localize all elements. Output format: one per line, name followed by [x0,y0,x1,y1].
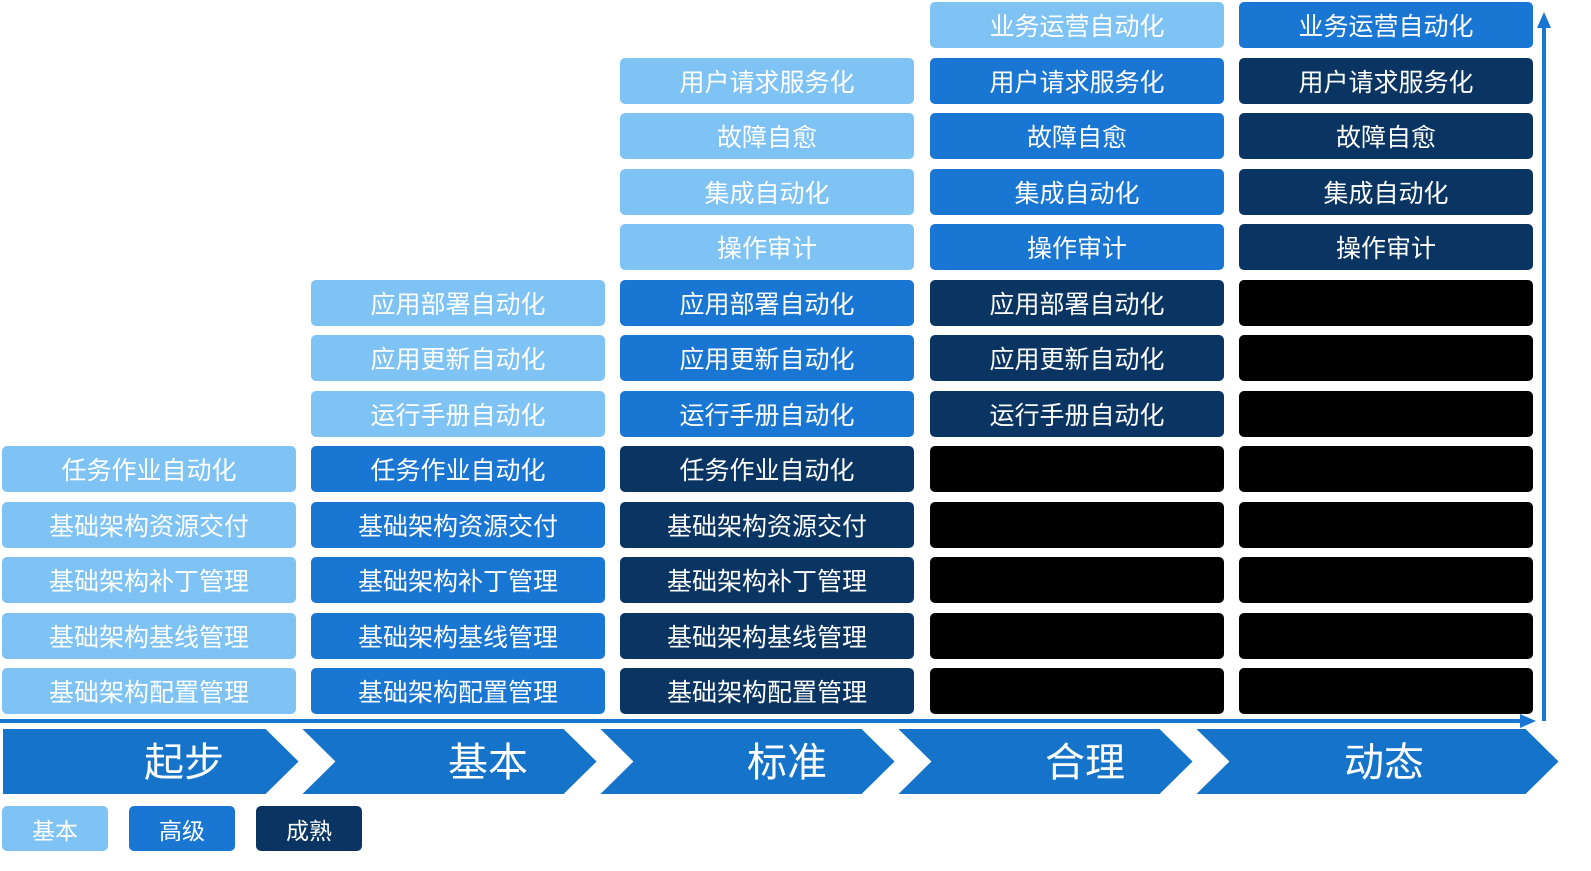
capability-cell: 用户请求服务化 [930,57,1224,104]
capability-cell: 故障自愈 [620,113,914,159]
capability-cell [930,557,1224,603]
capability-cell [1239,279,1533,326]
capability-cell: 基础架构基线管理 [620,612,914,659]
capability-cell: 基础架构补丁管理 [620,557,914,603]
stage-label: 起步 [144,740,224,786]
stage-label: 动态 [1344,740,1424,786]
capability-cell [1239,335,1533,381]
capability-cell: 业务运营自动化 [930,2,1224,48]
capability-cell: 运行手册自动化 [930,390,1224,437]
capability-cell: 基础架构配置管理 [311,668,605,714]
capability-cell [1239,446,1533,492]
capability-cell: 基础架构配置管理 [620,668,914,714]
stage-chevron [893,728,1196,796]
capability-cell: 运行手册自动化 [311,390,605,437]
stage-label: 基本 [448,740,528,786]
capability-cell: 运行手册自动化 [620,390,914,437]
capability-cell: 基础架构补丁管理 [2,557,296,603]
capability-cell: 基础架构基线管理 [311,612,605,659]
capability-cell [930,446,1224,492]
capability-cell [1239,668,1533,714]
capability-cell: 应用更新自动化 [620,335,914,381]
legend-item-mature: 成熟 [256,806,362,851]
stage-band [1,728,1562,796]
capability-cell [1239,612,1533,659]
capability-cell: 集成自动化 [620,168,914,215]
capability-cell [1239,557,1533,603]
capability-cell: 集成自动化 [930,168,1224,215]
capability-cell: 任务作业自动化 [620,446,914,492]
capability-cell: 基础架构补丁管理 [311,557,605,603]
capability-cell: 故障自愈 [930,113,1224,159]
capability-cell: 应用部署自动化 [930,279,1224,326]
capability-cell [1239,390,1533,437]
capability-cell: 任务作业自动化 [311,446,605,492]
capability-cell: 用户请求服务化 [1239,57,1533,104]
capability-cell: 基础架构资源交付 [2,501,296,548]
x-axis-arrowhead [1520,714,1536,728]
capability-cell: 基础架构资源交付 [620,501,914,548]
stage-chevron [1,728,302,796]
capability-cell: 故障自愈 [1239,113,1533,159]
capability-cell: 基础架构基线管理 [2,612,296,659]
capability-cell: 应用更新自动化 [311,335,605,381]
y-axis-arrowhead [1537,12,1551,28]
legend-item-basic: 基本 [2,806,108,851]
capability-cell: 任务作业自动化 [2,446,296,492]
capability-cell: 应用更新自动化 [930,335,1224,381]
stage-label: 合理 [1045,740,1125,786]
capability-cell: 操作审计 [620,224,914,270]
legend-item-advanced: 高级 [129,806,235,851]
capability-cell [1239,501,1533,548]
stage-label: 标准 [747,740,827,786]
capability-cell: 业务运营自动化 [1239,2,1533,48]
capability-cell: 用户请求服务化 [620,57,914,104]
capability-cell [930,501,1224,548]
stage-chevron [1191,728,1562,796]
capability-cell: 基础架构资源交付 [311,501,605,548]
capability-cell: 操作审计 [1239,224,1533,270]
capability-cell: 集成自动化 [1239,168,1533,215]
capability-cell [930,612,1224,659]
capability-cell: 操作审计 [930,224,1224,270]
stage-chevron [297,728,600,796]
capability-cell: 应用部署自动化 [620,279,914,326]
capability-cell [930,668,1224,714]
capability-cell: 基础架构配置管理 [2,668,296,714]
stage-chevron [595,728,898,796]
capability-cell: 应用部署自动化 [311,279,605,326]
